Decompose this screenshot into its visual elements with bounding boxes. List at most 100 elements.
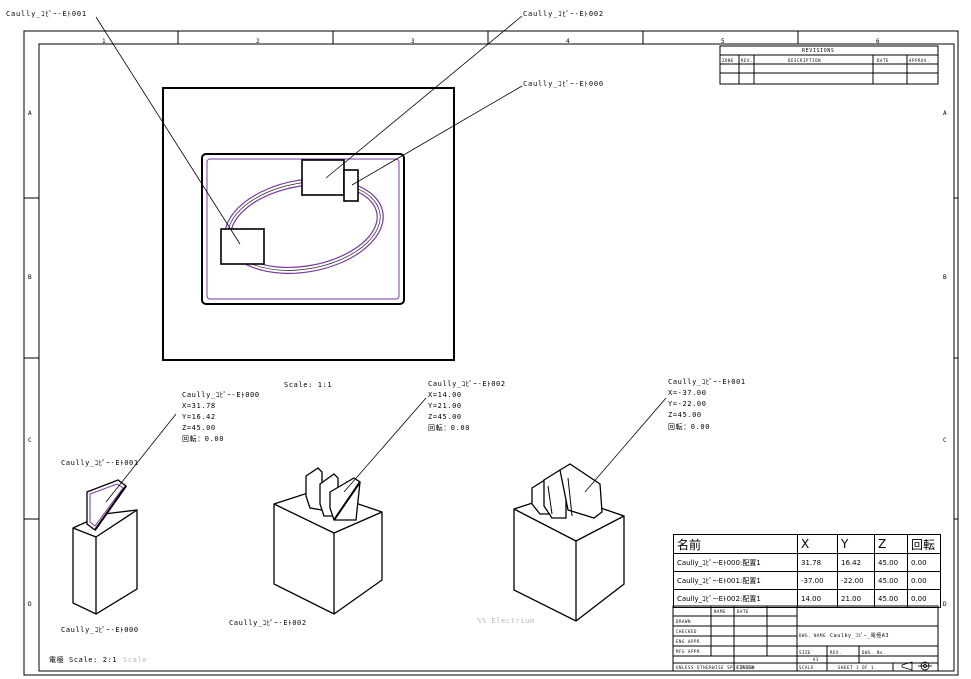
bom-row: Caully_ｺﾋﾟｰ-Eﾄ000:配置1 31.78 16.42 45.00 … — [673, 553, 941, 572]
view2-x: X=14.00 — [428, 391, 462, 399]
zone-col-4: 4 — [566, 38, 570, 45]
watermark: %% Electrium — [477, 617, 535, 625]
iso-view-3 — [513, 463, 625, 622]
tb-col-name: NAME — [714, 609, 727, 614]
tb-finish: FINISH — [737, 665, 756, 670]
bom-row: Caully_ｺﾋﾟｰ-Eﾄ001:配置1 -37.00 -22.00 45.0… — [673, 571, 941, 590]
iso-leaders — [105, 397, 667, 503]
view2-y: Y=21.00 — [428, 402, 462, 410]
view2-z: Z=45.00 — [428, 413, 462, 421]
view3-y: Y=-22.00 — [668, 400, 707, 408]
tb-rev: REV. — [830, 650, 843, 655]
rev-header-approv: APPROV. — [909, 58, 931, 63]
tb-col-date: DATE — [737, 609, 750, 614]
bom-cell-x: -37.00 — [797, 571, 838, 590]
zone-col-5: 5 — [721, 38, 725, 45]
tb-row-eng-appr: ENG APPR — [676, 639, 701, 644]
projection-symbol — [901, 661, 932, 671]
bom-cell-x: 14.00 — [797, 589, 838, 608]
view3-name: Caully_ｺﾋﾟｰ-Eﾄ001 — [668, 378, 746, 386]
view1-y: Y=16.42 — [182, 413, 216, 421]
bom-cell-y: 21.00 — [837, 589, 875, 608]
callout-e000-top: Caully_ｺﾋﾟｰ-Eﾄ000 — [523, 80, 604, 88]
view1-x: X=31.78 — [182, 402, 216, 410]
scale-label: Scale: 1:1 — [284, 381, 333, 389]
tb-row-mfg-appr: MFG APPR — [676, 649, 701, 654]
zone-row-a-right: A — [943, 110, 947, 117]
bom-header-rot: 回転 — [907, 534, 941, 554]
zone-row-d: D — [28, 601, 32, 608]
zone-ticks — [24, 31, 958, 520]
view3-z: Z=45.00 — [668, 411, 702, 419]
view1-z: Z=45.00 — [182, 424, 216, 432]
bom-header-z: Z — [874, 534, 908, 554]
outer-border — [23, 30, 959, 676]
bom-cell-name: Caully_ｺﾋﾟｰ-Eﾄ000:配置1 — [673, 553, 798, 572]
zone-row-b-right: B — [943, 274, 947, 281]
bom-table: 名前 X Y Z 回転 Caully_ｺﾋﾟｰ-Eﾄ000:配置1 31.78 … — [673, 534, 941, 608]
zone-col-6: 6 — [876, 38, 880, 45]
tb-scale: SCALE — [799, 665, 815, 670]
tb-row-checked: CHECKED — [676, 629, 698, 634]
tb-dwg-no: DWG. No. — [862, 650, 887, 655]
iso-view-1 — [72, 479, 138, 615]
bom-cell-x: 31.78 — [797, 553, 838, 572]
callout-e002-top: Caully_ｺﾋﾟｰ-Eﾄ002 — [523, 10, 604, 18]
tb-unless: UNLESS OTHERWISE SPECIFIED — [676, 665, 755, 670]
bom-cell-name: Caully_ｺﾋﾟｰ-Eﾄ001:配置1 — [673, 571, 798, 590]
bom-header-row: 名前 X Y Z 回転 — [673, 534, 941, 554]
view1-upper-label: Caully_ｺﾋﾟｰ-Eﾄ001 — [61, 459, 139, 467]
bom-cell-rot: 0.00 — [907, 589, 941, 608]
tb-dwg-name-label: DWG. NAME — [799, 633, 827, 638]
zone-col-2: 2 — [256, 38, 260, 45]
view1-lower-label: Caully_ｺﾋﾟｰ-Eﾄ000 — [61, 626, 139, 634]
rev-header-zone: ZONE — [722, 58, 735, 63]
tb-dwg-name-value: Caulky_ｺﾋﾟｰ_電極A3 — [830, 633, 890, 639]
view3-x: X=-37.00 — [668, 389, 707, 397]
revisions-title: REVISIONS — [802, 48, 835, 54]
bom-header-name: 名前 — [673, 534, 798, 554]
iso-scale-ghost: Scale — [123, 656, 148, 664]
revisions-table-lines — [719, 45, 939, 85]
view1-rot: 回転：0.00 — [182, 435, 225, 443]
view1-name: Caully_ｺﾋﾟｰ-Eﾄ000 — [182, 391, 260, 399]
zone-row-c-right: C — [943, 437, 947, 444]
zone-row-b: B — [28, 274, 32, 281]
bom-cell-rot: 0.00 — [907, 553, 941, 572]
top-leaders — [95, 15, 523, 245]
zone-row-d-right: D — [943, 601, 947, 608]
bom-header-y: Y — [837, 534, 875, 554]
electrode-base-outline — [201, 153, 405, 305]
tb-sheet: SHEET 1 OF 1 — [838, 665, 875, 670]
bom-cell-z: 45.00 — [874, 553, 908, 572]
zone-col-1: 1 — [102, 38, 106, 45]
iso-view-2 — [273, 467, 383, 615]
bom-row: Caully_ｺﾋﾟｰ-Eﾄ002:配置1 14.00 21.00 45.00 … — [673, 589, 941, 608]
rev-header-date: DATE — [877, 58, 890, 63]
rev-header-rev: REV. — [741, 58, 754, 63]
rev-header-description: DESCRIPTION — [788, 58, 822, 63]
electrode-base-inner — [206, 158, 400, 300]
bom-cell-y: -22.00 — [837, 571, 875, 590]
tb-size-value: A3 — [813, 657, 820, 662]
tb-row-drawn: DRAWN — [676, 619, 692, 624]
callout-e001-top: Caully_ｺﾋﾟｰ-Eﾄ001 — [6, 10, 87, 18]
zone-col-3: 3 — [411, 38, 415, 45]
view2-name: Caully_ｺﾋﾟｰ-Eﾄ002 — [428, 380, 506, 388]
electrode-e000-top — [343, 169, 359, 202]
bom-cell-y: 16.42 — [837, 553, 875, 572]
bom-cell-rot: 0.00 — [907, 571, 941, 590]
view3-rot: 回転：0.00 — [668, 423, 711, 431]
electrode-e002-top — [301, 159, 345, 196]
view2-lower-label: Caully_ｺﾋﾟｰ-Eﾄ002 — [229, 619, 307, 627]
bom-cell-z: 45.00 — [874, 571, 908, 590]
iso-scale-label: 電極 Scale: 2:1 — [49, 656, 118, 664]
bom-cell-name: Caully_ｺﾋﾟｰ-Eﾄ002:配置1 — [673, 589, 798, 608]
zone-row-c: C — [28, 437, 32, 444]
bom-header-x: X — [797, 534, 838, 554]
top-view-frame — [162, 87, 455, 361]
tb-size: SIZE — [799, 650, 812, 655]
electrode-e001-top — [220, 228, 265, 265]
view2-rot: 回転：0.00 — [428, 424, 471, 432]
